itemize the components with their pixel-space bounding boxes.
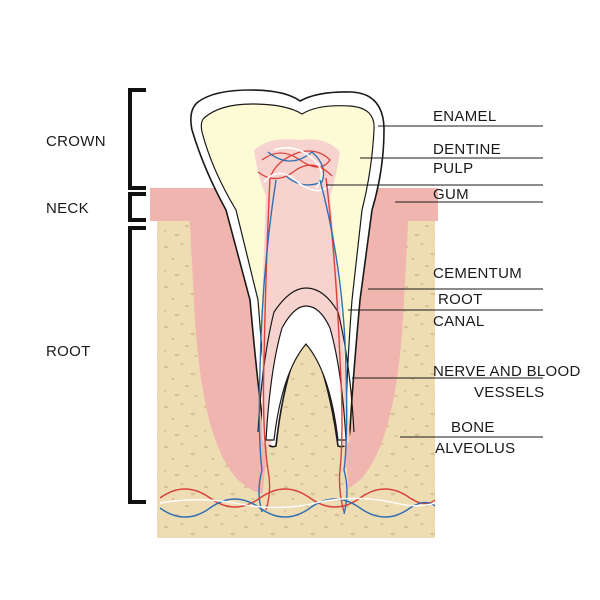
dentine-label: DENTINE (433, 141, 501, 158)
root-canal-label-line2: CANAL (433, 313, 485, 330)
bone-label-line2: ALVEOLUS (435, 440, 516, 457)
leader-lines (326, 125, 543, 438)
root-bracket (128, 226, 146, 504)
root-canal-outline (257, 287, 355, 433)
nerve-label-line1: NERVE AND BLOOD (433, 363, 581, 380)
nerve-label-line2: VESSELS (474, 384, 545, 401)
vessel-left-blue (258, 179, 277, 513)
crown-label: CROWN (46, 133, 106, 150)
bottom-vessel-red (159, 488, 436, 508)
neck-bracket (128, 192, 146, 222)
root-canal-inner-outline (265, 305, 347, 441)
cementum-label: CEMENTUM (433, 265, 523, 282)
root-label: ROOT (46, 343, 91, 360)
bottom-vessel-blue (159, 498, 436, 518)
vessel-right-red (325, 177, 345, 513)
neck-label: NECK (46, 200, 89, 217)
section-brackets (128, 88, 146, 504)
enamel-label: ENAMEL (433, 108, 497, 125)
bone-label-line1: BONE (451, 419, 495, 436)
gum-label: GUM (433, 186, 469, 203)
bottom-vessel-white (159, 497, 436, 509)
root-canal-label-line1: ROOT (438, 291, 483, 308)
pulp-label: PULP (433, 160, 474, 177)
crown-bracket (128, 88, 146, 190)
vessel-right-blue (319, 179, 348, 515)
